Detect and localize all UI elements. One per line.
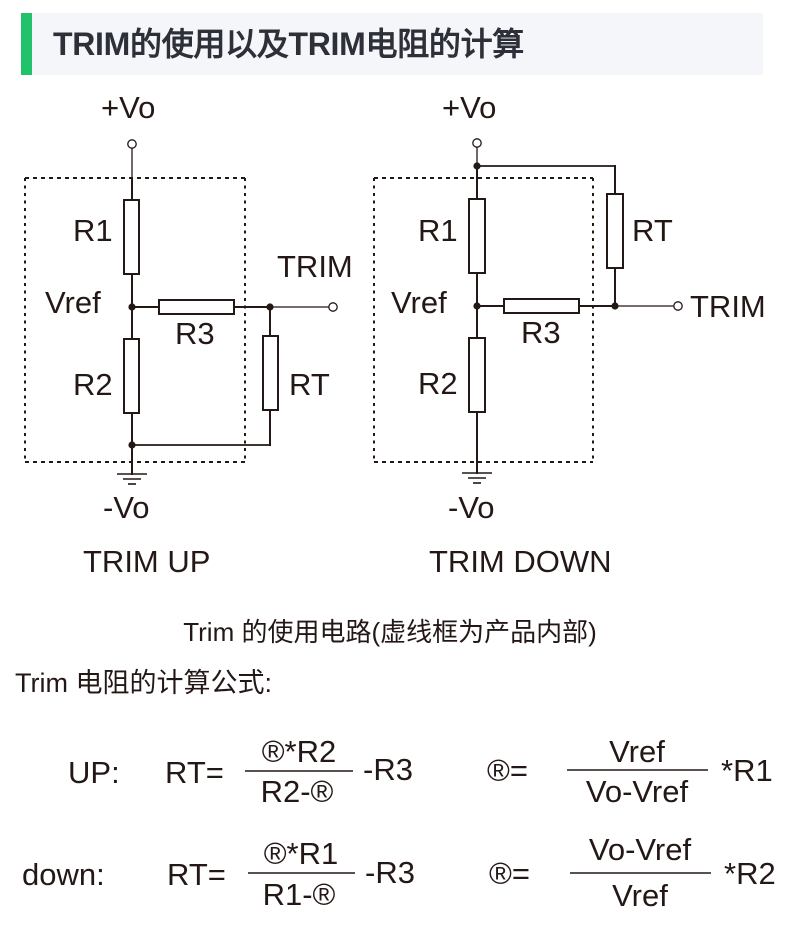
page-title: TRIM的使用以及TRIM电阻的计算	[53, 26, 525, 62]
formula-suffix: -R3	[363, 752, 413, 787]
trim-up-circuit: +Vo R1 Vref TRIM R3 R2 RT -Vo TRIM UP	[24, 90, 353, 579]
formula-label: UP:	[68, 755, 120, 790]
formula-lhs: RT=	[167, 857, 226, 892]
r2-label: R2	[418, 366, 458, 401]
vo-plus-terminal-icon	[472, 138, 482, 148]
formula-numerator: Vref	[609, 734, 665, 769]
formula-heading: Trim 电阻的计算公式:	[15, 668, 272, 698]
formula-numerator: ®*R1	[264, 836, 339, 871]
formula-numerator: ®*R2	[262, 734, 337, 769]
junction-dot	[128, 441, 136, 449]
junction-dot	[611, 302, 619, 310]
formula-lhs: ®=	[487, 753, 528, 788]
r3-label: R3	[521, 315, 561, 350]
rt-label: RT	[289, 367, 330, 402]
junction-dot	[266, 303, 274, 311]
vo-plus-terminal-icon	[127, 139, 137, 149]
usage-caption: Trim 的使用电路(虚线框为产品内部)	[183, 617, 597, 647]
junction-dot	[473, 162, 481, 170]
trim-up-caption: TRIM UP	[83, 544, 210, 579]
vo-plus-label: +Vo	[101, 90, 155, 125]
resistor-r1	[468, 198, 486, 274]
formula-ratio-up: ®= Vref Vo-Vref *R1	[487, 734, 773, 809]
r3-label: R3	[175, 316, 215, 351]
vref-label: Vref	[45, 285, 101, 320]
formula-denominator: Vref	[612, 878, 668, 913]
trim-label: TRIM	[690, 289, 766, 324]
formula-down: down: RT= ®*R1 R1-® -R3	[22, 836, 415, 912]
trim-terminal-icon	[328, 302, 338, 312]
formula-lhs: RT=	[165, 755, 224, 790]
formula-suffix: *R1	[721, 753, 773, 788]
resistor-r3	[503, 298, 580, 314]
rt-label: RT	[632, 213, 673, 248]
r2-label: R2	[73, 367, 113, 402]
trim-label: TRIM	[277, 249, 353, 284]
formula-denominator: Vo-Vref	[586, 774, 689, 809]
formula-denominator: R2-®	[261, 774, 334, 809]
formula-label: down:	[22, 857, 105, 892]
formula-suffix: *R2	[724, 856, 776, 891]
resistor-r1	[123, 199, 140, 275]
trim-down-circuit: +Vo R1 RT Vref TRIM R3 R2 -Vo TRIM DOWN	[373, 90, 766, 579]
trim-down-caption: TRIM DOWN	[429, 544, 612, 579]
formula-lhs: ®=	[489, 856, 530, 891]
junction-dot	[473, 302, 481, 310]
r1-label: R1	[73, 213, 113, 248]
formula-numerator: Vo-Vref	[589, 832, 692, 867]
junction-dot	[128, 303, 136, 311]
vo-minus-label: -Vo	[103, 490, 150, 525]
ground-icon	[462, 472, 492, 484]
product-boundary-box	[373, 177, 594, 463]
ground-icon	[117, 473, 147, 485]
vref-label: Vref	[391, 285, 447, 320]
r1-label: R1	[418, 213, 458, 248]
formula-ratio-down: ®= Vo-Vref Vref *R2	[489, 832, 776, 913]
formula-up: UP: RT= ®*R2 R2-® -R3	[68, 734, 413, 809]
trim-terminal-icon	[673, 301, 683, 311]
formula-suffix: -R3	[365, 855, 415, 890]
resistor-rt	[262, 335, 279, 411]
resistor-rt	[606, 193, 624, 269]
vo-plus-label: +Vo	[442, 90, 496, 125]
resistor-r2	[123, 338, 140, 414]
section-header: TRIM的使用以及TRIM电阻的计算	[21, 13, 763, 75]
resistor-r2	[468, 337, 486, 413]
resistor-r3	[158, 299, 235, 315]
formula-denominator: R1-®	[263, 877, 336, 912]
vo-minus-label: -Vo	[448, 490, 495, 525]
product-boundary-box	[24, 177, 246, 463]
